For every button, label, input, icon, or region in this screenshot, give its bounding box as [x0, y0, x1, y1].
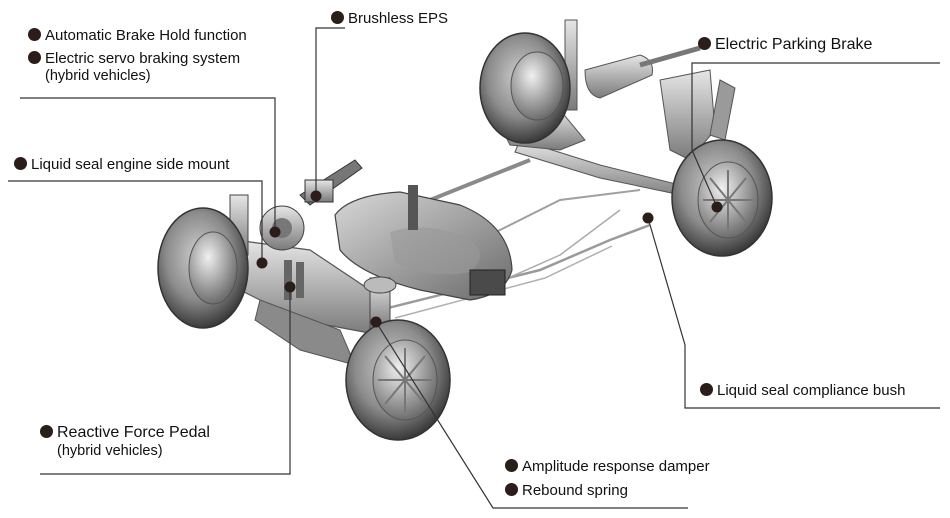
callout-brake-hold: Automatic Brake Hold function [28, 27, 247, 44]
leader-compliance [647, 217, 940, 409]
bullet-dot [14, 157, 27, 170]
callout-text: Liquid seal compliance bush [717, 382, 906, 399]
callout-text: Liquid seal engine side mount [31, 156, 230, 173]
callout-eps: Brushless EPS [331, 10, 448, 27]
leader-parking [691, 62, 940, 208]
callout-servo-note: (hybrid vehicles) [45, 68, 151, 84]
callout-pedal: Reactive Force Pedal [40, 424, 210, 441]
marker-pedal [284, 281, 296, 293]
callout-text: Electric Parking Brake [715, 36, 873, 53]
bullet-dot [700, 383, 713, 396]
callout-pedal-note: (hybrid vehicles) [57, 443, 163, 459]
bullet-dot [331, 11, 344, 24]
callout-text: Automatic Brake Hold function [45, 27, 247, 44]
leader-eps [315, 27, 345, 196]
bullet-dot [505, 483, 518, 496]
marker-compliance [642, 212, 654, 224]
callout-engine-mount: Liquid seal engine side mount [14, 156, 229, 173]
marker-engine-mount [256, 257, 268, 269]
bullet-dot [40, 425, 53, 438]
leader-lines [8, 27, 940, 509]
component-markers [256, 190, 723, 328]
bullet-dot [698, 37, 711, 50]
callout-parking: Electric Parking Brake [698, 36, 872, 53]
muffler [584, 45, 701, 99]
callout-spring: Rebound spring [505, 482, 628, 499]
leader-damper [375, 321, 688, 509]
bullet-dot [28, 51, 41, 64]
leader-pedal [40, 287, 291, 475]
callout-compliance: Liquid seal compliance bush [700, 382, 905, 399]
marker-parking [711, 201, 723, 213]
chassis-illustration [157, 19, 773, 441]
callout-damper: Amplitude response damper [505, 458, 710, 475]
bullet-dot [28, 28, 41, 41]
callout-text: Rebound spring [522, 482, 628, 499]
callout-text: Amplitude response damper [522, 458, 710, 475]
marker-damper [370, 316, 382, 328]
bullet-dot [505, 459, 518, 472]
callout-servo: Electric servo braking system [28, 50, 240, 67]
marker-eps [310, 190, 322, 202]
fuel-tank [334, 185, 513, 301]
callout-text: Reactive Force Pedal [57, 424, 210, 441]
leader-engine-mount [8, 180, 263, 263]
leader-servo [20, 97, 276, 232]
marker-servo [269, 226, 281, 238]
callout-text: Electric servo braking system [45, 50, 241, 67]
callout-text: Brushless EPS [348, 10, 449, 27]
